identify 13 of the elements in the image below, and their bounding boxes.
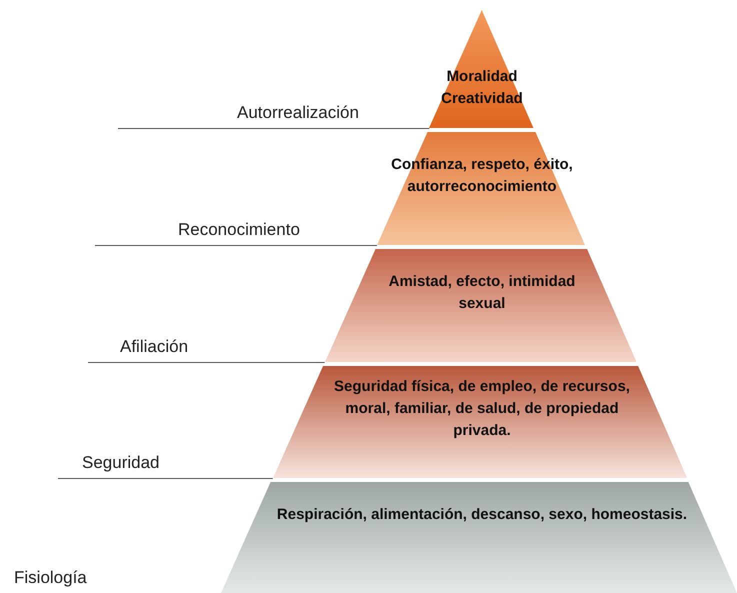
pyramid-layer	[376, 132, 585, 245]
level-label: Reconocimiento	[178, 220, 300, 240]
layer-text: Respiración, alimentación, descanso, sexo, homeostasis.	[276, 505, 688, 525]
pyramid-layer	[324, 249, 636, 362]
pyramid-layer	[221, 482, 737, 593]
pyramid-layer	[429, 10, 534, 128]
level-label: Fisiología	[14, 568, 87, 588]
level-label: Seguridad	[82, 453, 160, 473]
level-label: Afiliación	[120, 337, 188, 357]
layer-text: Seguridad física, de empleo, de recursos, moral, familiar, de salud, de propiedad privada.	[333, 377, 631, 441]
pyramid-layer	[272, 366, 687, 478]
layer-text: Amistad, efecto, intimidad sexual	[388, 272, 576, 314]
level-label: Autorrealización	[237, 103, 359, 123]
